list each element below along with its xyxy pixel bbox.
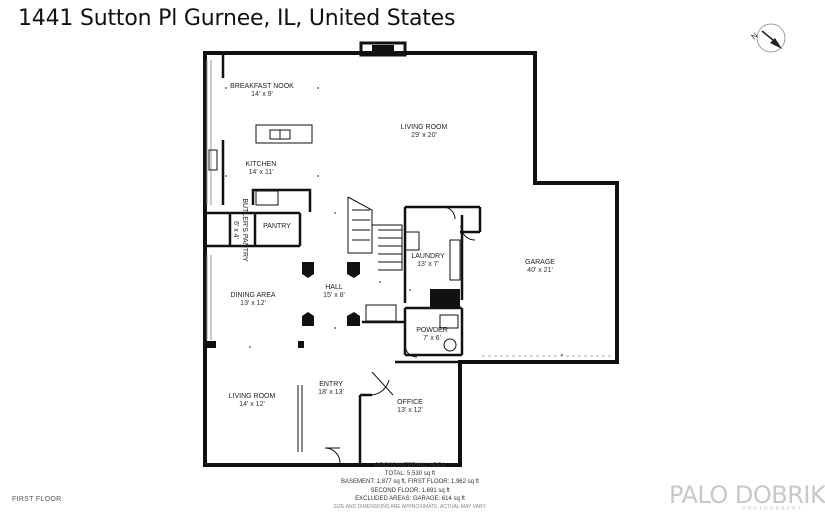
areas-disclaimer: SIZE AND DIMENSIONS ARE APPROXIMATE, ACT… — [333, 504, 487, 511]
brand-logo: PALO DOBRIK — [669, 481, 825, 509]
light-fixtures — [225, 87, 563, 356]
dim-living-room-top: 29' x 20' — [411, 132, 437, 139]
dim-powder: 7' x 6' — [423, 335, 441, 342]
exterior-walls — [203, 51, 619, 467]
dim-garage: 40' x 21' — [527, 267, 553, 274]
room-pantry: PANTRY — [263, 223, 291, 230]
areas-basement: BASEMENT: 1,877 sq ft, FIRST FLOOR: 1,96… — [341, 479, 479, 486]
brand-subtitle: PHOTOGRAPHY — [742, 506, 803, 512]
room-living-room-top: LIVING ROOM — [401, 124, 448, 131]
windows — [206, 60, 212, 340]
room-garage: GARAGE — [525, 259, 555, 266]
dim-laundry: 13' x 7' — [417, 261, 439, 268]
dim-dining-area: 13' x 12' — [240, 300, 266, 307]
dim-office: 13' x 12' — [397, 407, 423, 414]
doors — [297, 206, 476, 464]
dim-living-room-bottom: 14' x 12' — [239, 401, 265, 408]
areas-total: TOTAL: 5,530 sq ft — [384, 471, 436, 478]
compass-icon: N — [750, 23, 786, 53]
room-entry: ENTRY — [319, 381, 343, 388]
fireplace-firebox — [372, 45, 394, 52]
room-office: OFFICE — [397, 399, 423, 406]
dim-breakfast-nook: 14' x 9' — [251, 91, 273, 98]
dim-kitchen: 14' x 11' — [248, 169, 273, 176]
areas-heading: GROSS INTERNAL AREA — [374, 463, 446, 469]
dim-hall: 15' x 8' — [323, 292, 345, 299]
area-summary: GROSS INTERNAL AREA TOTAL: 5,530 sq ft B… — [300, 462, 520, 511]
floor-label: FIRST FLOOR — [12, 496, 62, 503]
room-hall: HALL — [325, 284, 343, 291]
interior-walls — [205, 55, 482, 465]
dim-entry: 18' x 13' — [318, 389, 344, 396]
columns — [207, 262, 460, 348]
room-living-room-bottom: LIVING ROOM — [229, 393, 276, 400]
kitchen-fixtures — [208, 124, 313, 206]
page-title: 1441 Sutton Pl Gurnee, IL, United States — [18, 6, 456, 31]
compass-label: N — [750, 31, 760, 42]
dim-butlers-pantry: 6' x 4' — [232, 221, 239, 239]
staircase — [347, 196, 403, 271]
areas-second: SECOND FLOOR: 1,691 sq ft — [370, 487, 450, 494]
room-laundry: LAUNDRY — [411, 253, 445, 260]
laundry-fixtures — [365, 231, 461, 352]
room-breakfast-nook: BREAKFAST NOOK — [230, 83, 294, 90]
room-dining-area: DINING AREA — [230, 292, 275, 299]
fireplace — [359, 41, 407, 57]
room-butlers-pantry: BUTLER'S PANTRY — [241, 198, 248, 262]
room-powder: POWDER — [416, 327, 448, 334]
areas-excluded: EXCLUDED AREAS: GARAGE: 614 sq ft — [355, 495, 465, 502]
room-kitchen: KITCHEN — [246, 161, 277, 168]
room-labels: BREAKFAST NOOK 14' x 9' LIVING ROOM 29' … — [229, 83, 556, 414]
